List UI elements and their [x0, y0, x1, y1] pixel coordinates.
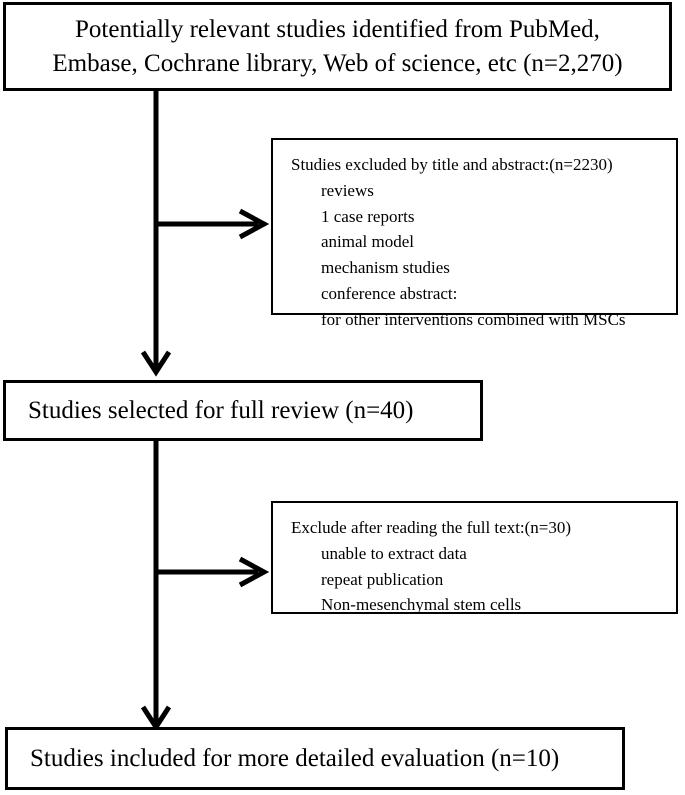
box-excluded-title-abstract-header: Studies excluded by title and abstract:(…: [291, 155, 613, 174]
box-excluded-full-text-header: Exclude after reading the full text:(n=3…: [291, 518, 572, 537]
box-studies-identified-line-1: Potentially relevant studies identified …: [75, 15, 600, 43]
box-excluded-title-abstract-item-5: conference abstract:: [321, 284, 458, 304]
box-excluded-full-text-text: Exclude after reading the full text:(n=3…: [273, 503, 676, 618]
box-studies-included-text: Studies included for more detailed evalu…: [8, 730, 622, 787]
box-full-review-text: Studies selected for full review (n=40): [6, 383, 480, 438]
box-excluded-full-text-item-2: repeat publication: [321, 569, 444, 589]
box-studies-identified: Potentially relevant studies identified …: [3, 2, 672, 91]
box-studies-identified-text: Potentially relevant studies identified …: [6, 5, 669, 88]
box-studies-included-line-1: Studies included for more detailed evalu…: [30, 744, 560, 772]
arrowhead-down-1: [140, 350, 172, 377]
arrowhead-down-2: [140, 705, 172, 732]
box-studies-identified-line-2: Embase, Cochrane library, Web of science…: [52, 49, 623, 77]
box-excluded-title-abstract-item-3: animal model: [321, 232, 415, 252]
box-excluded-full-text-item-3: Non-mesenchymal stem cells: [321, 595, 522, 615]
box-excluded-title-abstract-item-4: mechanism studies: [321, 258, 450, 278]
box-excluded-title-abstract: Studies excluded by title and abstract:(…: [271, 138, 678, 329]
box-excluded-title-abstract-item-6: for other interventions combined with MS…: [321, 309, 626, 329]
box-excluded-title-abstract-item-1: reviews: [321, 180, 374, 200]
box-full-review-line-1: Studies selected for full review (n=40): [28, 396, 414, 424]
box-excluded-title-abstract-text: Studies excluded by title and abstract:(…: [273, 140, 676, 333]
box-excluded-title-abstract-item-2: 1 case reports: [321, 206, 415, 226]
arrowhead-right-1: [238, 208, 270, 240]
box-studies-included: Studies included for more detailed evalu…: [5, 727, 625, 790]
arrowhead-right-2: [238, 556, 270, 588]
box-excluded-full-text: Exclude after reading the full text:(n=3…: [271, 501, 678, 614]
box-excluded-full-text-item-1: unable to extract data: [321, 543, 467, 563]
box-full-review: Studies selected for full review (n=40): [3, 380, 483, 441]
